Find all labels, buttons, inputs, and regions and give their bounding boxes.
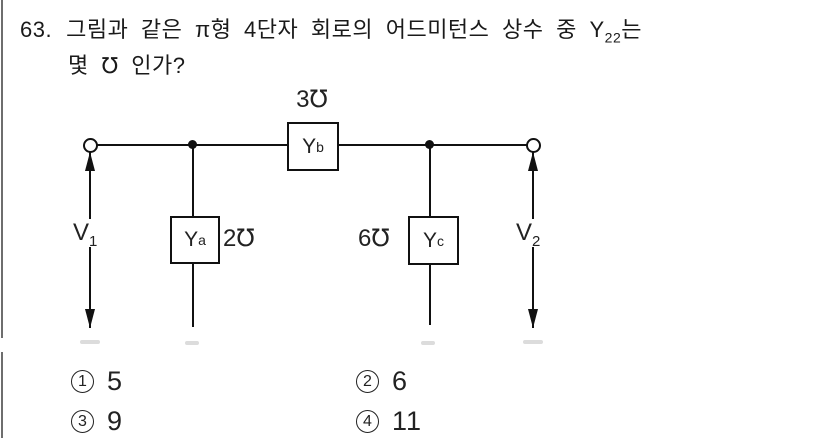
v2-label: V2 [513, 219, 544, 250]
choice-4: 4 11 [356, 406, 422, 437]
ya-value-label: 2℧ [223, 225, 255, 252]
choice-1: 1 5 [71, 366, 123, 397]
v2-arrowhead-up [528, 152, 538, 171]
ya-top-wire [192, 145, 194, 216]
yc-label-main: Y [422, 228, 437, 252]
v1-label-sub: 1 [89, 232, 98, 250]
column-rule-bottom [1, 352, 3, 438]
v2-label-main: V [516, 219, 533, 246]
ya-bottom-wire [192, 261, 194, 327]
v1-arrowhead-up [85, 152, 95, 171]
question-number: 63. [20, 17, 53, 42]
column-rule-top [1, 0, 3, 338]
question-text: 그림과 같은 π형 4단자 회로의 어드미턴스 상수 중 Y [66, 17, 605, 42]
scan-artifact [523, 340, 543, 344]
choice-2: 2 6 [356, 366, 408, 397]
yc-top-wire [429, 145, 431, 216]
choice-4-text: 11 [392, 406, 423, 436]
question-text-suffix: 는 [621, 17, 642, 42]
yb-value-label: 3℧ [296, 86, 328, 113]
choice-2-circled-number: 2 [356, 370, 379, 393]
choice-2-text: 6 [392, 366, 409, 396]
v2-label-sub: 2 [532, 232, 541, 250]
v1-arrowhead-down [85, 309, 95, 328]
v1-label: V1 [70, 219, 101, 250]
yb-label-main: Y [302, 134, 317, 158]
question-y22-subscript: 22 [604, 29, 622, 46]
terminal-left [83, 138, 98, 153]
junction-dot-right [425, 140, 434, 149]
choice-4-circled-number: 4 [356, 410, 379, 433]
choice-1-text: 5 [107, 366, 124, 396]
v2-arrowhead-down [528, 309, 538, 328]
yc-value-label: 6℧ [358, 225, 390, 252]
choice-3-circled-number: 3 [71, 410, 94, 433]
choice-3: 3 9 [71, 406, 123, 437]
scan-artifact [80, 340, 100, 344]
junction-dot-left [188, 140, 197, 149]
terminal-right [526, 138, 541, 153]
question-line-1: 63. 그림과 같은 π형 4단자 회로의 어드미턴스 상수 중 Y22는 [20, 12, 820, 44]
question-line-2: 몇 ℧ 인가? [68, 53, 186, 78]
scan-artifact [185, 341, 199, 345]
choice-3-text: 9 [107, 406, 124, 436]
scan-artifact [421, 341, 435, 345]
v1-label-main: V [73, 219, 90, 246]
ya-label-main: Y [184, 228, 199, 251]
choice-1-circled-number: 1 [71, 370, 94, 393]
yc-bottom-wire [429, 262, 431, 325]
